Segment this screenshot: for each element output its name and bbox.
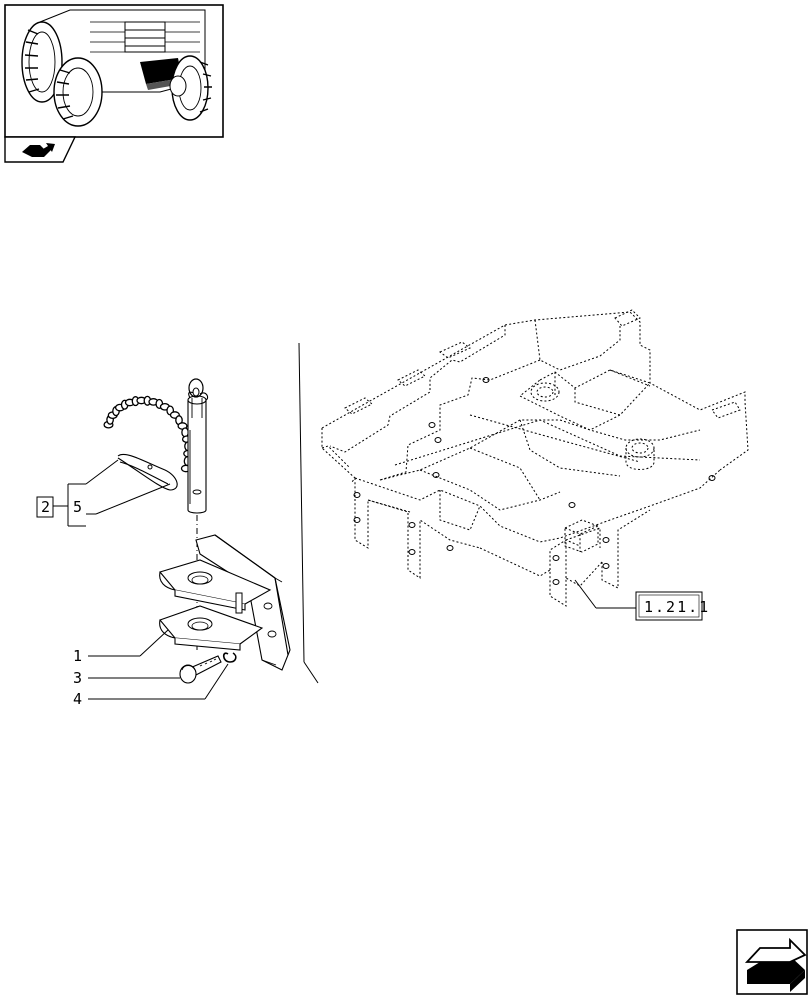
separator-line xyxy=(298,342,305,663)
frame-bolt-hole xyxy=(353,492,361,498)
reference-leader xyxy=(574,579,636,609)
callout-2[interactable]: 2 xyxy=(41,498,50,516)
tractor-thumbnail[interactable] xyxy=(4,4,224,138)
lock-washer xyxy=(222,652,237,663)
frame-bolt-hole xyxy=(353,517,361,523)
frame-bolt-hole xyxy=(708,475,716,481)
book-arrow-icon[interactable] xyxy=(4,136,77,163)
frame-bolt-hole xyxy=(408,549,416,555)
frame-bolt-hole xyxy=(568,502,576,508)
drawbar-bracket xyxy=(159,534,291,671)
reference-box[interactable] xyxy=(635,591,703,621)
drawbar-pin xyxy=(187,378,209,514)
frame-bolt-hole xyxy=(408,522,416,528)
callout-4[interactable]: 4 xyxy=(73,690,82,708)
next-page-arrow-icon[interactable] xyxy=(736,929,808,995)
callout-box-2 xyxy=(36,496,54,518)
frame-bolt-hole xyxy=(432,472,440,478)
separator-line-tail xyxy=(303,661,319,684)
frame-bolt-hole xyxy=(552,555,560,561)
frame-bolt-hole xyxy=(552,579,560,585)
frame-bolt-hole xyxy=(428,422,436,428)
callout-3[interactable]: 3 xyxy=(73,669,82,687)
frame-bolt-hole xyxy=(434,437,442,443)
reference-label[interactable]: 1.21.1 xyxy=(644,598,710,616)
callout-leaders xyxy=(53,459,229,700)
front-support-frame xyxy=(321,309,749,607)
frame-bolt-hole xyxy=(446,545,454,551)
frame-bolt-hole xyxy=(602,537,610,543)
frame-bolt-hole xyxy=(482,377,490,383)
frame-bolt-hole xyxy=(602,563,610,569)
snap-pin-clip xyxy=(117,453,178,491)
callout-1[interactable]: 1 xyxy=(73,647,82,665)
callout-5[interactable]: 5 xyxy=(73,498,82,516)
bolt xyxy=(179,655,222,684)
